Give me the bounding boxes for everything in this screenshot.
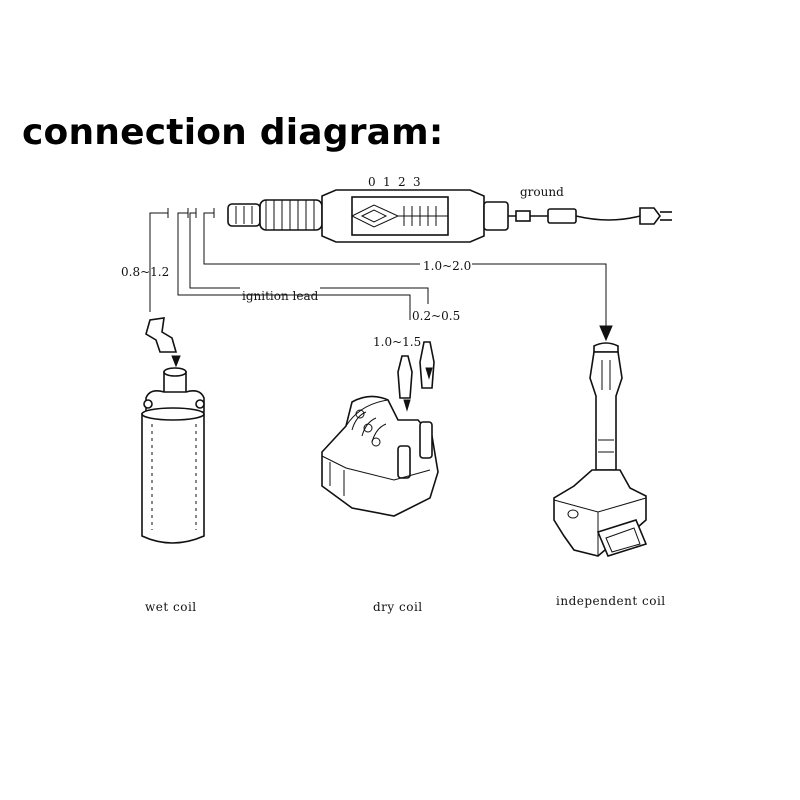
gap-independent-label: 1.0~2.0 <box>423 259 471 273</box>
ground-label: ground <box>520 185 564 199</box>
tester-housing <box>321 189 485 243</box>
line-ignition-lead <box>189 212 240 289</box>
tester-scale: 0 1 2 3 <box>368 175 421 189</box>
page-title: connection diagram: <box>22 112 444 153</box>
line-to-dry-coil <box>177 212 411 320</box>
line-to-wet-coil <box>149 212 168 312</box>
line-to-independent-coil <box>203 212 420 265</box>
gap-dry-large-label: 1.0~1.5 <box>373 335 421 349</box>
ignition-lead-label: ignition lead <box>242 289 319 303</box>
gap-wet-label: 0.8~1.2 <box>121 265 169 279</box>
dry-coil-drawing <box>321 341 439 517</box>
independent-coil-caption: independent coil <box>556 594 666 608</box>
dry-coil-caption: dry coil <box>373 600 423 614</box>
ground-cable <box>508 207 672 225</box>
independent-coil-drawing <box>553 342 648 557</box>
scale-3: 3 <box>413 175 421 189</box>
wet-coil-caption: wet coil <box>145 600 197 614</box>
scale-0: 0 <box>368 175 376 189</box>
spark-tester-tool <box>227 189 672 243</box>
ribbed-insulator <box>259 199 323 231</box>
wet-coil-drawing <box>141 317 205 544</box>
connection-lines <box>149 208 613 342</box>
probe-tip <box>227 203 261 227</box>
scale-2: 2 <box>398 175 406 189</box>
end-cap <box>483 201 509 231</box>
gap-dry-small-label: 0.2~0.5 <box>412 309 460 323</box>
scale-1: 1 <box>383 175 391 189</box>
